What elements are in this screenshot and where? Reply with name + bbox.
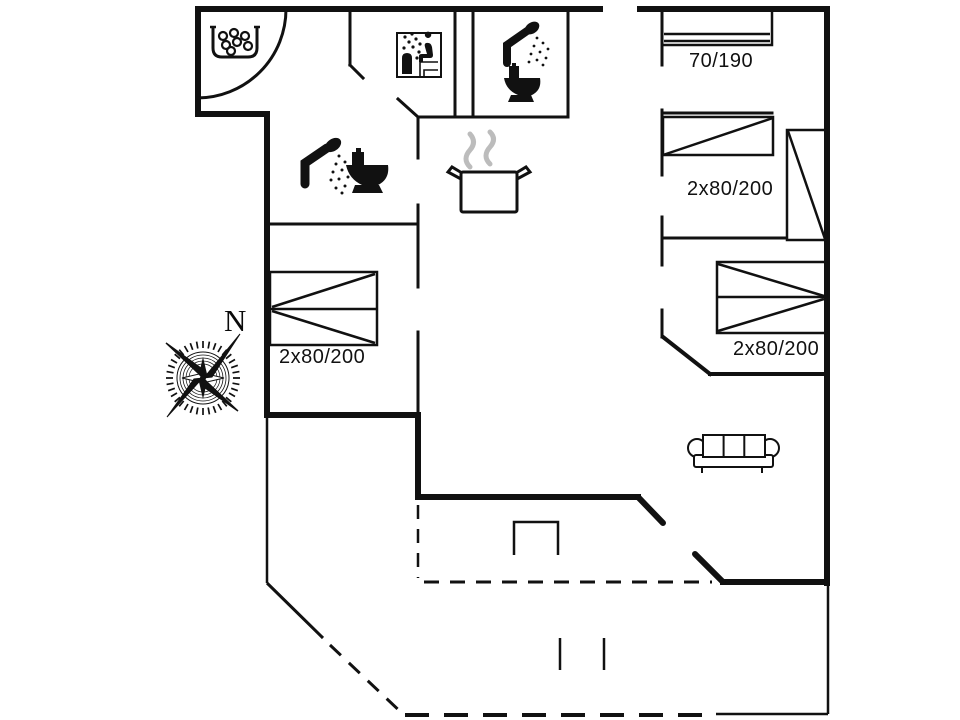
patio-door-leaves xyxy=(635,494,726,585)
cooking-pot-icon xyxy=(445,129,533,214)
double-bed-east-bottom xyxy=(715,260,828,335)
shower-icon-bathroom-west xyxy=(300,137,353,195)
terrace-outline xyxy=(265,417,830,718)
bedroom-east-bottom-size-label: 2x80/200 xyxy=(733,338,820,360)
bedroom-east-top-size-label: 2x80/200 xyxy=(687,178,774,200)
double-bed-west xyxy=(268,270,379,347)
single-bed-east-top xyxy=(661,115,775,157)
terrace-step xyxy=(512,520,606,670)
sauna-icon xyxy=(396,31,442,78)
crib-icon xyxy=(662,11,774,47)
interior-walls xyxy=(195,7,829,417)
compass-rose-icon xyxy=(165,333,241,418)
crib-size-label: 70/190 xyxy=(689,50,754,72)
toilet-icon-bathroom-top xyxy=(504,63,541,102)
whirlpool-tub-icon xyxy=(210,25,260,59)
single-bed-east-right xyxy=(785,128,828,242)
sofa-icon xyxy=(687,434,780,473)
shower-icon-bathroom-top xyxy=(503,21,550,67)
toilet-icon-bathroom-west xyxy=(346,148,389,193)
compass-north-label: N xyxy=(224,303,247,338)
bedroom-west-size-label: 2x80/200 xyxy=(279,346,366,368)
